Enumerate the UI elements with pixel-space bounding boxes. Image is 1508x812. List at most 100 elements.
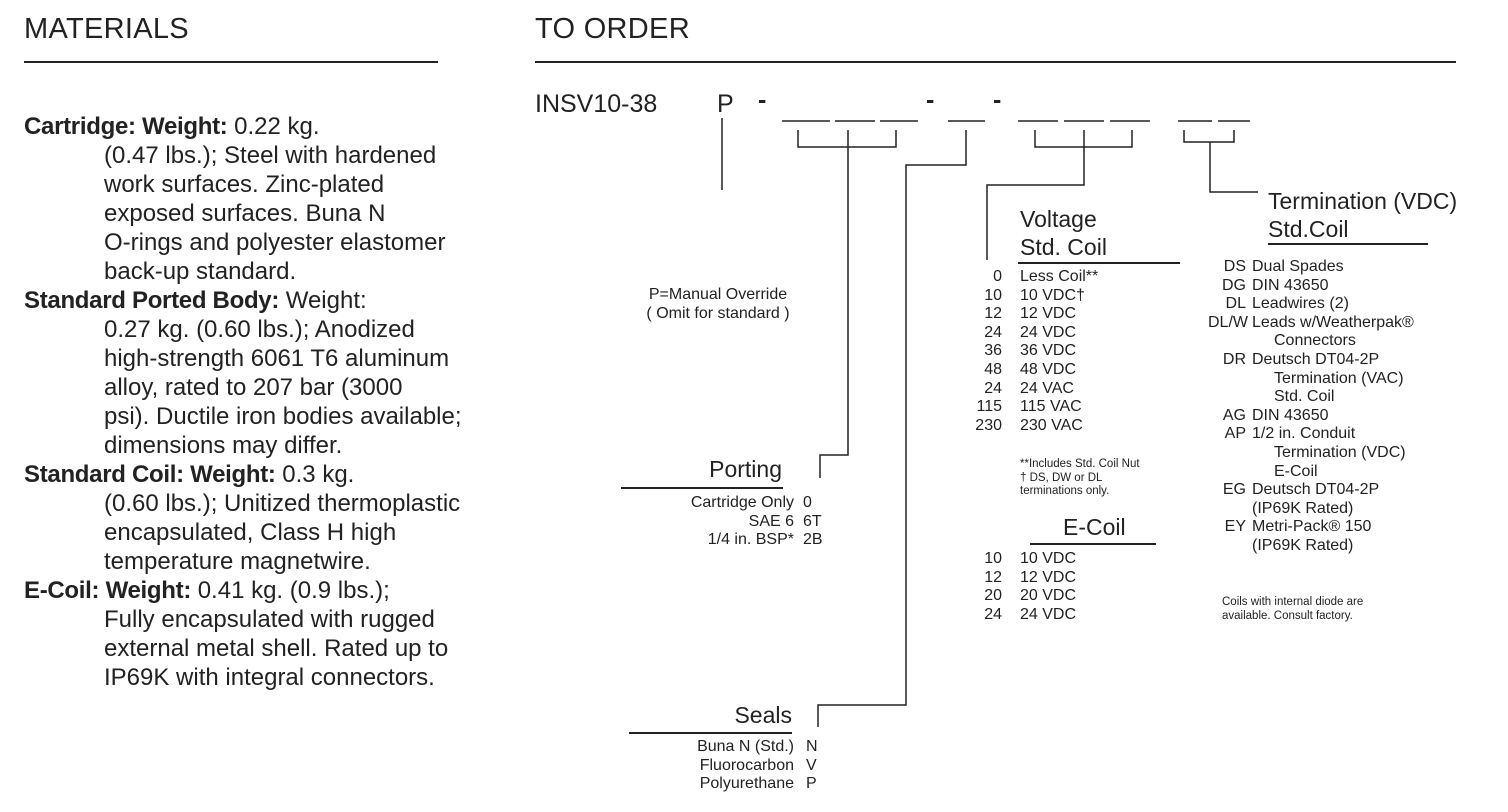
seals-row: Buna N (Std.)N xyxy=(600,738,818,757)
voltage-note: **Includes Std. Coil Nut xyxy=(1020,458,1140,470)
termination-code: AG xyxy=(1222,406,1246,424)
ecoil-label: 24 VDC xyxy=(1020,605,1077,623)
termination-row: AG DIN 43650 xyxy=(1208,407,1414,426)
porting-label: 1/4 in. BSP* xyxy=(707,531,794,549)
manual-override-note: ( Omit for standard ) xyxy=(646,304,790,322)
porting-divider xyxy=(621,487,783,489)
termination-code: AP xyxy=(1224,425,1246,443)
voltage-title: Voltage Std. Coil xyxy=(1020,205,1107,261)
material-label: Cartridge: Weight: xyxy=(24,113,228,140)
material-item: Standard Ported Body: Weight: xyxy=(24,286,534,315)
termination-label: Leads w/Weatherpak® xyxy=(1252,313,1414,331)
termination-row: E-Coil xyxy=(1208,463,1414,482)
material-first-line: Weight: xyxy=(279,287,367,314)
material-line: (0.47 lbs.); Steel with hardened xyxy=(104,142,437,169)
termination-title: Termination (VDC) Std.Coil xyxy=(1268,187,1457,243)
voltage-note: † DS, DW or DL xyxy=(1020,471,1103,484)
seals-label: Polyurethane xyxy=(699,775,794,793)
ecoil-row: 10 10 VDC xyxy=(960,550,1076,569)
termination-row: Termination (VAC) xyxy=(1208,370,1414,389)
ecoil-code: 12 xyxy=(984,568,1002,586)
porting-row: 1/4 in. BSP*2B xyxy=(600,531,823,550)
material-first-line: 0.3 kg. xyxy=(275,461,355,488)
ecoil-divider xyxy=(1030,543,1156,545)
voltage-code: 24 xyxy=(984,379,1002,397)
ecoil-code: 10 xyxy=(984,550,1002,567)
ecoil-row: 20 20 VDC xyxy=(960,587,1076,606)
termination-code: DL xyxy=(1225,295,1246,313)
material-line: dimensions may differ. xyxy=(104,432,343,459)
seals-title: Seals xyxy=(734,702,792,728)
termination-label: Dual Spades xyxy=(1252,258,1344,275)
material-first-line: 0.22 kg. xyxy=(227,113,320,140)
termination-label: DIN 43650 xyxy=(1252,276,1329,294)
termination-row: (IP69K Rated) xyxy=(1208,500,1414,519)
seals-code: N xyxy=(806,738,818,755)
ecoil-code: 20 xyxy=(984,587,1002,605)
material-line: (0.60 lbs.); Unitized thermoplastic xyxy=(104,490,461,517)
material-first-line: 0.41 kg. (0.9 lbs.); xyxy=(191,577,390,604)
voltage-notes: **Includes Std. Coil Nut † DS, DW or DL … xyxy=(1020,458,1140,499)
voltage-note: terminations only. xyxy=(1020,485,1110,497)
voltage-code: 10 xyxy=(984,286,1002,304)
dash-2: - xyxy=(926,86,935,114)
option-letter: P xyxy=(717,90,734,118)
order-divider xyxy=(535,61,1456,63)
voltage-code: 36 xyxy=(984,342,1002,360)
voltage-row: 10 10 VDC† xyxy=(960,287,1098,306)
voltage-divider xyxy=(1018,262,1180,264)
material-line: external metal shell. Rated up to xyxy=(104,635,449,662)
termination-code: DG xyxy=(1222,276,1246,294)
termination-label: Std. Coil xyxy=(1274,388,1335,406)
voltage-row: 12 12 VDC xyxy=(960,305,1098,324)
seals-row: Polyurethane P xyxy=(600,775,818,794)
order-heading: TO ORDER xyxy=(535,13,690,45)
dash-3: - xyxy=(993,86,1002,114)
termination-label: DIN 43650 xyxy=(1252,406,1329,424)
material-line: back-up standard. xyxy=(104,258,297,285)
voltage-label: 10 VDC† xyxy=(1020,286,1085,304)
termination-title-line1: Termination (VDC) xyxy=(1268,188,1458,214)
termination-title-line2: Std.Coil xyxy=(1268,216,1349,242)
voltage-row: 24 24 VAC xyxy=(960,380,1098,399)
voltage-code: 12 xyxy=(984,305,1002,323)
termination-label: Termination (VDC) xyxy=(1274,443,1406,461)
termination-label: Connectors xyxy=(1274,332,1356,350)
ecoil-label: 20 VDC xyxy=(1020,587,1077,605)
termination-row: DG DIN 43650 xyxy=(1208,277,1414,296)
voltage-label: 12 VDC xyxy=(1020,305,1077,323)
termination-code: EG xyxy=(1222,481,1246,499)
termination-divider xyxy=(1268,243,1428,245)
porting-label: SAE 6 xyxy=(748,512,794,530)
termination-label: Leadwires (2) xyxy=(1252,295,1349,313)
termination-label: (IP69K Rated) xyxy=(1252,536,1354,554)
voltage-code: 24 xyxy=(984,323,1002,341)
material-line: high-strength 6061 T6 aluminum xyxy=(104,345,450,372)
ecoil-label: 10 VDC xyxy=(1020,550,1077,567)
material-item: Cartridge: Weight: 0.22 kg. xyxy=(24,112,534,141)
material-line: 0.27 kg. (0.60 lbs.); Anodized xyxy=(104,316,415,343)
voltage-label: 24 VAC xyxy=(1020,379,1074,397)
porting-label: Cartridge Only xyxy=(690,494,794,511)
termination-row: DL Leadwires (2) xyxy=(1208,295,1414,314)
seals-code: P xyxy=(806,775,817,793)
termination-note: Coils with internal diode are xyxy=(1222,596,1364,608)
porting-title: Porting xyxy=(709,456,782,482)
